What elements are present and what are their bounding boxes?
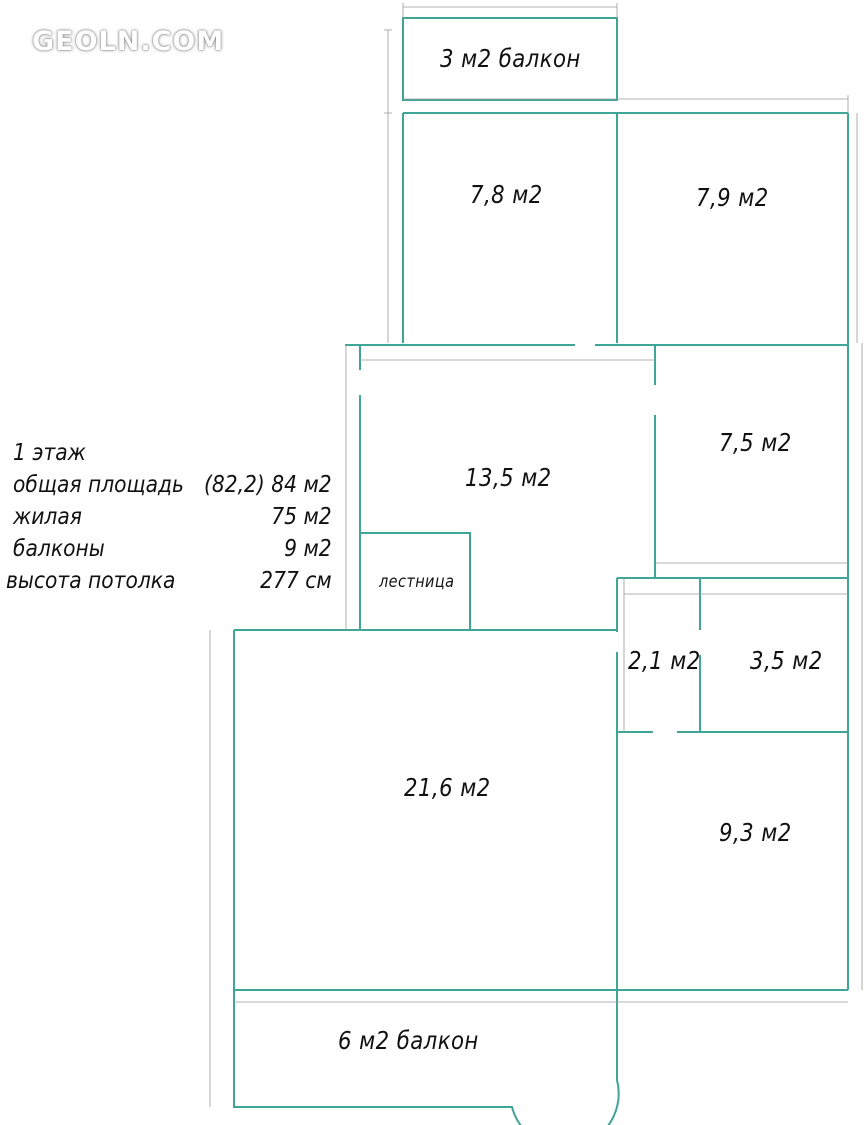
balcony-top-outline	[402, 17, 618, 101]
dimension-lines	[209, 3, 863, 1107]
legend-row: жилая 75 м2	[6, 504, 332, 536]
room-label-stairs: лестница	[379, 572, 455, 592]
legend-row: балконы 9 м2	[6, 536, 332, 568]
legend-floor: 1 этаж	[6, 440, 332, 472]
legend-value: 75 м2	[271, 504, 332, 530]
legend-value: 277 см	[260, 568, 332, 594]
legend-label: высота потолка	[6, 568, 176, 594]
legend-row: общая площадь (82,2) 84 м2	[6, 472, 332, 504]
legend-value: 9 м2	[284, 536, 332, 562]
legend-label: общая площадь	[13, 472, 184, 498]
room-label-room-right: 7,5 м2	[719, 428, 792, 457]
room-label-living: 21,6 м2	[404, 773, 491, 802]
area-summary: 1 этаж общая площадь (82,2) 84 м2 жилая 75…	[6, 440, 332, 600]
legend-row: высота потолка 277 см	[6, 568, 332, 600]
room-label-balcony-bottom: 6 м2 балкон	[338, 1026, 479, 1055]
walls	[233, 17, 849, 1125]
bedrooms-walls	[402, 112, 848, 343]
wc-bath-walls	[617, 577, 848, 733]
room-label-hall: 13,5 м2	[465, 463, 552, 492]
legend-label: балконы	[13, 536, 105, 562]
legend-label: жилая	[13, 504, 82, 530]
balcony-bottom-outline	[233, 990, 620, 1125]
room-label-bedroom-left: 7,8 м2	[470, 180, 543, 209]
room-label-balcony-top: 3 м2 балкон	[440, 44, 581, 73]
right-outer-wall	[655, 113, 849, 990]
room-label-bedroom-right: 7,9 м2	[696, 183, 769, 212]
legend-value: (82,2) 84 м2	[203, 472, 332, 498]
living-walls	[233, 578, 618, 990]
room-label-kitchen: 9,3 м2	[719, 818, 792, 847]
floor-label: 1 этаж	[13, 440, 86, 466]
hall-top-walls	[345, 344, 848, 579]
watermark: GEOLN.COM	[32, 26, 225, 57]
room-label-bath: 3,5 м2	[750, 646, 823, 675]
room-label-wc: 2,1 м2	[628, 646, 701, 675]
